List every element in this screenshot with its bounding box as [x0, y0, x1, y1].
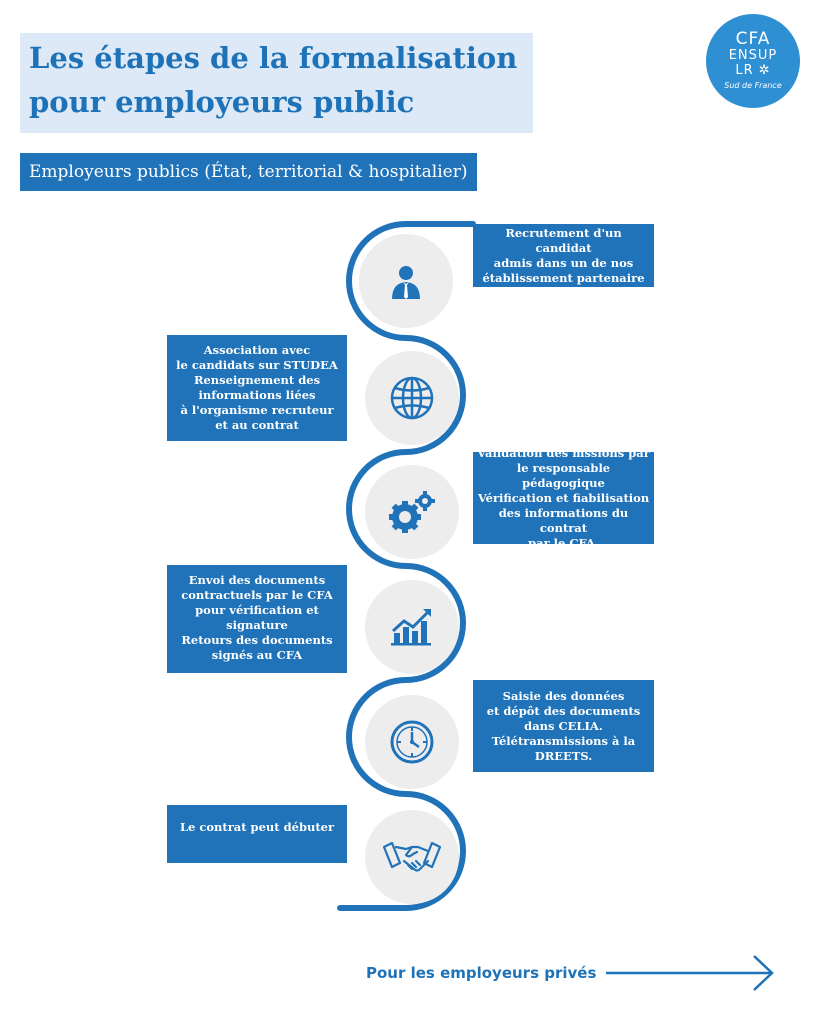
step-4-box: Envoi des documents contractuels par le …	[167, 565, 347, 673]
title-banner	[20, 33, 533, 133]
step-2-icon-circle	[365, 351, 459, 445]
gears-icon	[389, 491, 435, 533]
step-1-box: Recrutement d'un candidat admis dans un …	[473, 224, 654, 287]
step-2-box: Association avec le candidats sur STUDEA…	[167, 335, 347, 441]
title-line-2: pour employeurs public	[29, 85, 415, 119]
businessman-icon	[392, 266, 420, 299]
arrow-right-icon[interactable]	[604, 953, 776, 993]
step-1-icon-circle	[359, 234, 453, 328]
connector-path	[337, 221, 476, 911]
section-subtitle: Employeurs publics (État, territorial & …	[20, 153, 478, 191]
logo-line-4: Sud de France	[724, 81, 782, 90]
step-6-box: Le contrat peut débuter	[167, 805, 347, 863]
clock-icon	[390, 720, 434, 764]
step-4-icon-circle	[365, 580, 459, 674]
globe-icon	[390, 376, 434, 420]
handshake-icon	[382, 841, 442, 872]
title-line-1: Les étapes de la formalisation	[29, 41, 518, 75]
next-page-link[interactable]: Pour les employeurs privés	[366, 953, 811, 993]
cfa-logo: CFA ENSUP LR ✲ Sud de France	[706, 14, 800, 108]
step-3-icon-circle	[365, 465, 459, 559]
step-5-box: Saisie des données et dépôt des document…	[473, 680, 654, 772]
next-page-label[interactable]: Pour les employeurs privés	[366, 964, 597, 982]
growth-chart-icon	[391, 609, 431, 646]
page-title: Les étapes de la formalisation pour empl…	[29, 36, 517, 124]
step-6-icon-circle	[365, 810, 459, 904]
logo-line-1: CFA	[735, 29, 771, 49]
logo-line-3: LR ✲	[735, 63, 771, 78]
step-3-box: Validation des mssions par le responsabl…	[473, 446, 654, 550]
logo-line-2: ENSUP	[728, 48, 778, 63]
step-5-icon-circle	[365, 695, 459, 789]
